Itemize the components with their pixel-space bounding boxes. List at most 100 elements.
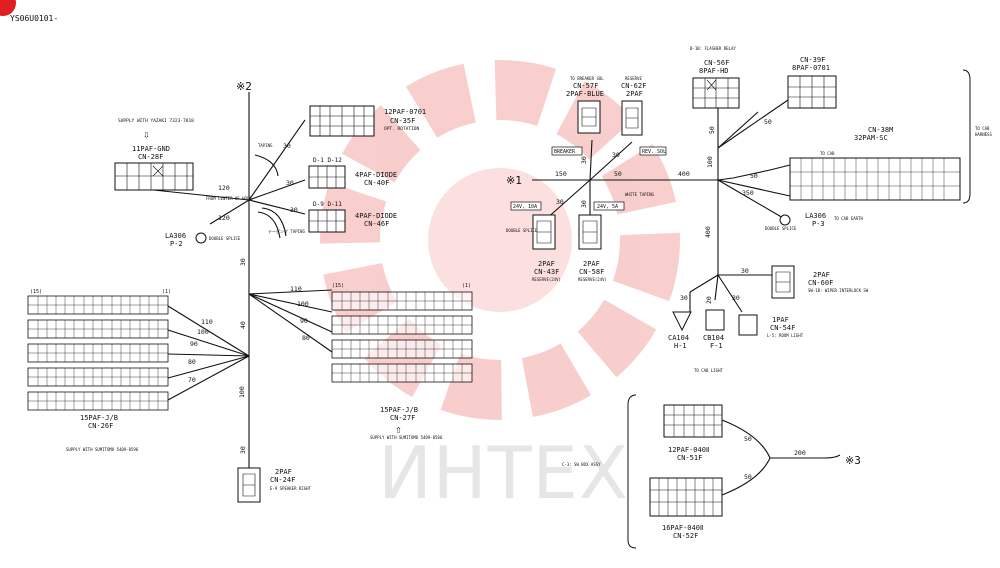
breaker-tag: BREAKER [551, 146, 583, 156]
wl-30c: 30 [290, 206, 298, 214]
cn26f-idx-r: (1) [162, 289, 171, 295]
cn38m-title: CN-38M [868, 126, 893, 134]
wl-30i: 30 [680, 294, 688, 302]
wl-110: 110 [290, 285, 302, 293]
ref-3: ※3 [845, 454, 861, 467]
wl-l100: 100 [197, 328, 209, 336]
watermark-gear [320, 60, 680, 420]
cn24f-note: E-9 SPEAKER RIGHT [270, 486, 312, 491]
connector-cn27f-block: (15) (1) [331, 283, 473, 383]
cn58f-tag: 24V, 5A [593, 201, 625, 211]
wl-150: 150 [555, 170, 567, 178]
wl-l90: 90 [190, 340, 198, 348]
cn35f-note: OPT. ROTATION [384, 126, 420, 132]
cn56f-sub: 8PAF-HD [699, 67, 729, 75]
cn62f-top: RESERVE [625, 76, 642, 81]
cn46f-top: D-9 D-11 [313, 201, 342, 208]
cn54f-note: L-5: ROOM LIGHT [767, 333, 804, 338]
cn24f-title: 2PAF [275, 468, 292, 476]
cn26f-note: SUPPLY WITH SUMITOMO 5409-8596 [66, 447, 139, 452]
wl-30g: 30 [580, 200, 588, 208]
wl-400a: 400 [678, 170, 690, 178]
p3-sub: P-3 [812, 220, 825, 228]
connector-cn43f-body [532, 214, 556, 250]
connector-cn52f-body [649, 477, 723, 517]
cn40f-sub: CN-40F [364, 179, 389, 187]
cn24f-sub: CN-24F [270, 476, 295, 484]
cn43f-sub: CN-43F [534, 268, 559, 276]
ca104-sub: H-1 [674, 342, 687, 350]
cn27f-idx-r: (1) [462, 283, 471, 289]
cn27f-title: 15PAF-J/B [380, 406, 418, 414]
connector-cn62f-body [621, 100, 643, 136]
cn62f-title: CN-62F [621, 82, 646, 90]
cn43f-tag: 24V, 10A [510, 201, 542, 211]
cn38m-side-1: TO CAB [975, 126, 990, 131]
cn58f-sub: CN-58F [579, 268, 604, 276]
p2-sub: P-2 [170, 240, 183, 248]
p3-splice-icon [779, 214, 791, 226]
cn27f-sub: CN-27F [390, 414, 415, 422]
cn27f-arrow: ⇧ [395, 423, 402, 436]
wl-30e: 30 [612, 151, 620, 159]
wl-from-center: FROM CENTER OF HOLE [206, 196, 252, 201]
cn28f-sub: CN-28F [138, 153, 163, 161]
cb104-title: CB104 [703, 334, 724, 342]
cab-light-note: TO CAB LIGHT [694, 368, 723, 373]
wl-taping2: テーピング TAPING [268, 228, 305, 234]
cn62f-sub: 2PAF [626, 90, 643, 98]
cn57f-sub: 2PAF-BLUE [566, 90, 604, 98]
wl-breaker: BREAKER [554, 149, 576, 155]
wl-white-taping: WHITE TAPING [625, 192, 654, 197]
p2-splice-icon [195, 232, 207, 244]
cn51f-title: 12PAF-040Ⅱ [668, 446, 709, 454]
wl-30f: 30 [556, 198, 564, 206]
cn38m-sub: 32PAM-SC [854, 134, 888, 142]
wl-200: 200 [794, 449, 806, 457]
cn58f-title: 2PAF [583, 260, 600, 268]
cn46f-title: 4PAF-DIODE [355, 212, 397, 220]
cb104-sub: F-1 [710, 342, 723, 350]
ref-1: ※1 [506, 174, 522, 187]
wl-50c: 50 [764, 118, 772, 126]
wl-400b: 400 [704, 226, 712, 238]
wl-l80: 80 [188, 358, 196, 366]
wl-30h: 30 [741, 267, 749, 275]
wl-30a: 30 [283, 142, 291, 150]
p2-title: LA306 [165, 232, 186, 240]
wl-30b: 30 [286, 179, 294, 187]
connector-cn56f-body [692, 77, 740, 109]
cn56f-title: CN-56F [704, 59, 729, 67]
cn43f-title: 2PAF [538, 260, 555, 268]
cn26f-idx-l: (15) [30, 289, 42, 295]
p3-title: LA306 [805, 212, 826, 220]
connector-cn24f-body [237, 467, 261, 503]
cn40f-title: 4PAF-DIODE [355, 171, 397, 179]
connector-cn58f-body [578, 214, 602, 250]
p3-note: DOUBLE SPLICE [765, 226, 797, 231]
wl-30j: 30 [732, 294, 740, 302]
cn43f-note: RESERVE(24V) [532, 277, 561, 282]
cn38m-side-2: HARNESS [975, 132, 992, 137]
ca104-title: CA104 [668, 334, 689, 342]
connector-cn40f-body [308, 165, 346, 189]
wl-90: 90 [300, 317, 308, 325]
cn40f-top: D-1 D-12 [313, 157, 342, 164]
cn43f-tag-text: 24V, 10A [513, 204, 537, 210]
cn39f-sub: 8PAF-0701 [792, 64, 830, 72]
cn39f-title: CN-39F [800, 56, 825, 64]
wl-main-100: 100 [238, 386, 246, 398]
cn58f-tag-text: 24V, 5A [597, 204, 618, 210]
cn60f-note: SW-1B: WIPER INTERLOCK SW [808, 288, 869, 293]
cn35f-title: 12PAF-0701 [384, 108, 426, 116]
cn43f-splice: DOUBLE SPLICE [506, 228, 538, 233]
connector-cn38m-body: TO CAB [789, 151, 961, 201]
wl-taping1: TAPING [258, 143, 273, 148]
wl-main-40: 40 [239, 321, 247, 329]
wl-rev-sol: REV. SOL [642, 149, 666, 155]
cn52f-title: 16PAF-040Ⅱ [662, 524, 703, 532]
cn56f-top: B-1B: FLASHER RELAY [690, 46, 736, 51]
cn60f-sub: CN-60F [808, 279, 833, 287]
